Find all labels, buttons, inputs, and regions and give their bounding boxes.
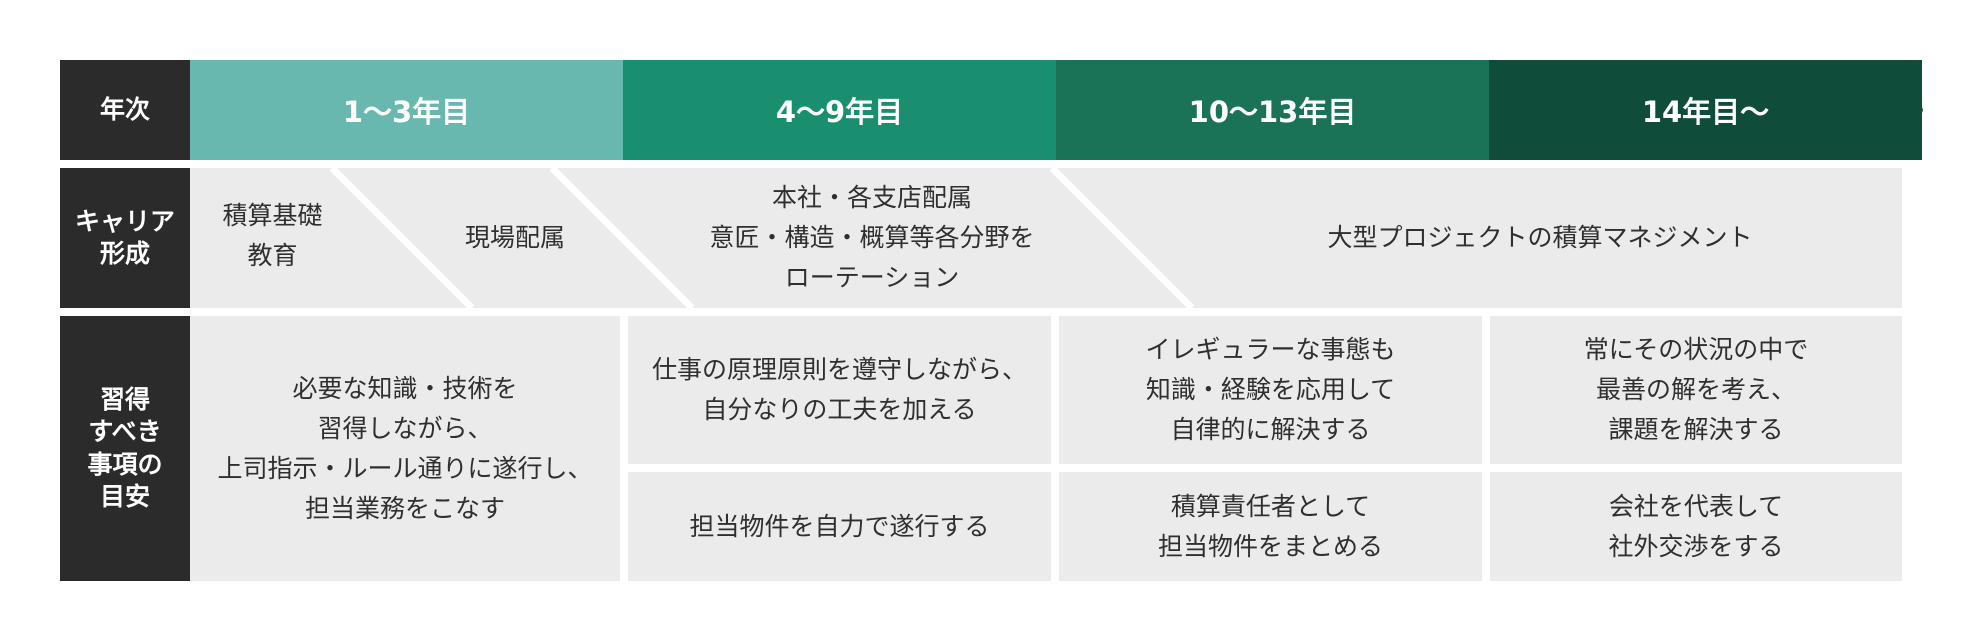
phase-header-1: 1〜3年目 (190, 60, 623, 160)
skills-phase3-bottom: 積算責任者として 担当物件をまとめる (1059, 472, 1482, 581)
career-management: 大型プロジェクトの積算マネジメント (1327, 223, 1753, 252)
skills-phase3-top: イレギュラーな事態も 知識・経験を応用して 自律的に解決する (1059, 316, 1482, 464)
year-row-label: 年次 (60, 60, 190, 160)
skills-phase2-top: 仕事の原理原則を遵守しながら、 自分なりの工夫を加える (628, 316, 1051, 464)
career-basic-training: 積算基礎 教育 (222, 201, 323, 270)
career-site-assignment: 現場配属 (464, 223, 565, 252)
skills-phase4-top: 常にその状況の中で 最善の解を考え、 課題を解決する (1490, 316, 1902, 464)
career-row-label: キャリア 形成 (60, 168, 190, 308)
career-band (190, 168, 1902, 308)
career-rotation: 本社・各支店配属 意匠・構造・概算等各分野を ローテーション (709, 183, 1035, 292)
career-stage-dividers (329, 168, 1195, 308)
timeline-arrow-tip (1901, 60, 1923, 160)
phase-header-3: 10〜13年目 (1056, 60, 1489, 160)
phase-header-4: 14年目〜 (1489, 60, 1922, 160)
skills-row-label: 習得 すべき 事項の 目安 (60, 316, 190, 581)
skills-phase2-bottom: 担当物件を自力で遂行する (628, 472, 1051, 581)
phase-header-2: 4〜9年目 (623, 60, 1056, 160)
skills-phase1: 必要な知識・技術を 習得しながら、 上司指示・ルール通りに遂行し、 担当業務をこ… (190, 316, 620, 581)
skills-phase4-bottom: 会社を代表して 社外交渉をする (1490, 472, 1902, 581)
